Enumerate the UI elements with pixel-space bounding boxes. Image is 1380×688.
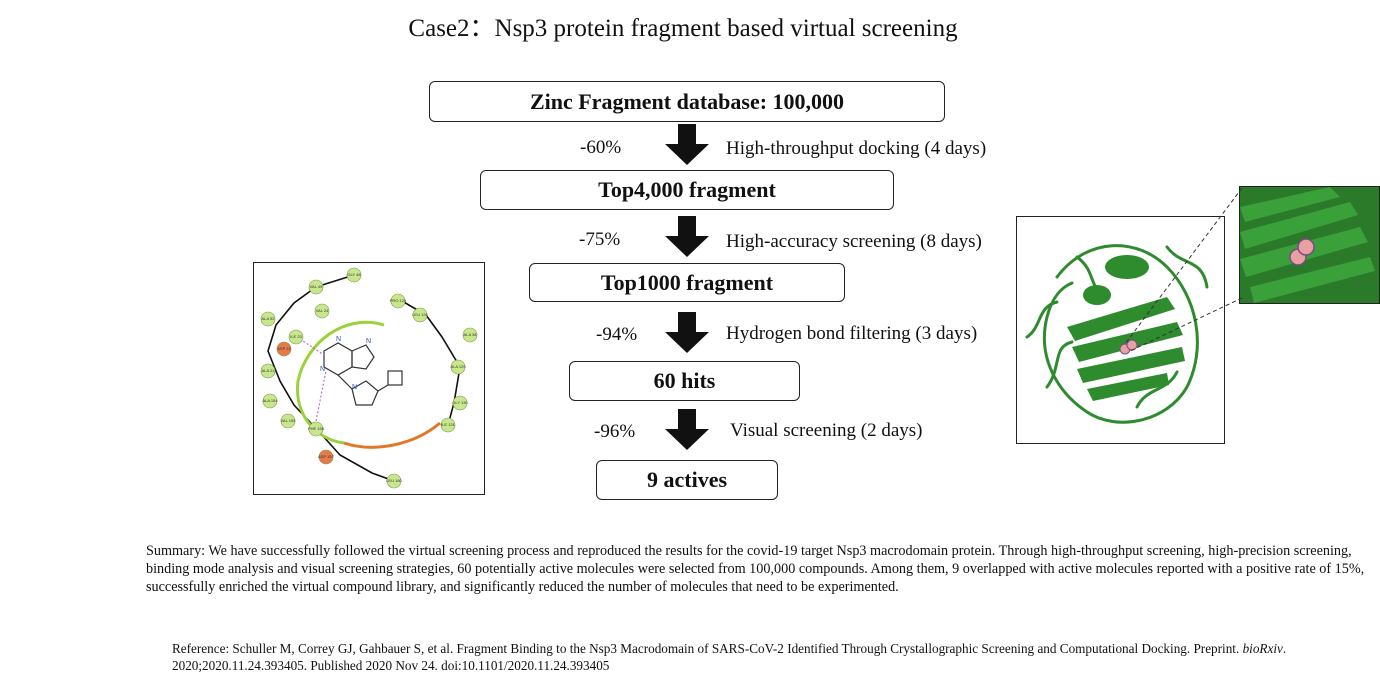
flow-box-9-actives: 9 actives [596,460,778,500]
ligand-interaction-diagram: N N N N GLY 48 [253,262,485,495]
residue-label: ALA 154 [262,398,278,403]
down-arrow-icon [665,312,709,353]
reference-details: . 2020;2020.11.24.393405. Published 2020… [172,641,1287,673]
residue-label: VAL 49 [310,284,323,289]
svg-text:N: N [320,366,325,373]
flow-box-zinc-database: Zinc Fragment database: 100,000 [429,81,945,122]
protein-zoom-inset [1239,186,1380,304]
residue-label: GLY 130 [452,400,468,405]
residue-label: GLY 48 [347,272,361,277]
step-label: Visual screening (2 days) [730,420,923,441]
interaction-diagram-graphic: N N N N GLY 48 [260,267,478,489]
residue-label: ALA 21 [262,368,276,373]
residue-label: VAL 24 [316,308,329,313]
step-label: High-accuracy screening (8 days) [726,231,982,252]
page-title: Case2：Nsp3 protein fragment based virtua… [408,15,958,42]
residue-label: ILE 131 [441,422,456,427]
down-arrow-icon [665,124,709,165]
reference-text: Reference: Schuller M, Correy GJ, Gahbau… [172,640,1292,674]
protein-structure-image [1016,216,1225,444]
residue-label: ALA 52 [262,316,276,321]
step-percent: -96% [594,421,636,442]
residue-label: ALA 38 [464,332,478,337]
svg-text:N: N [336,336,341,343]
flow-box-top4000: Top4,000 fragment [480,170,894,210]
residue-label: ALA 129 [450,364,466,369]
zoom-connector-lines [1124,187,1243,352]
residue-label: ILE 23 [290,334,302,339]
down-arrow-icon [665,409,709,450]
svg-text:N: N [366,338,371,345]
reference-main: Reference: Schuller M, Correy GJ, Gahbau… [172,641,1243,656]
summary-text: Summary: We have successfully followed t… [146,543,1365,595]
step-percent: -60% [580,137,622,158]
flow-box-60-hits: 60 hits [569,361,800,401]
residue-label: PHE 156 [308,426,325,431]
step-percent: -94% [596,324,638,345]
residue-label: VAL 155 [281,418,297,423]
reference-journal: bioRxiv [1242,641,1283,656]
residue-label: LEU 126 [412,312,428,317]
down-arrow-icon [665,216,709,257]
step-label: Hydrogen bond filtering (3 days) [726,323,978,344]
residue-label: PRO 125 [390,298,407,303]
svg-text:N: N [352,384,357,391]
protein-zoom-graphic [1240,187,1379,303]
protein-cartoon-graphic [1025,244,1209,424]
residue-label: ASP 157 [318,454,334,459]
step-label: High-throughput docking (4 days) [726,138,987,159]
residue-label: LEU 160 [386,478,402,483]
step-percent: -75% [579,229,621,250]
residue-label: ASP 22 [277,346,291,351]
flow-box-top1000: Top1000 fragment [529,263,845,302]
